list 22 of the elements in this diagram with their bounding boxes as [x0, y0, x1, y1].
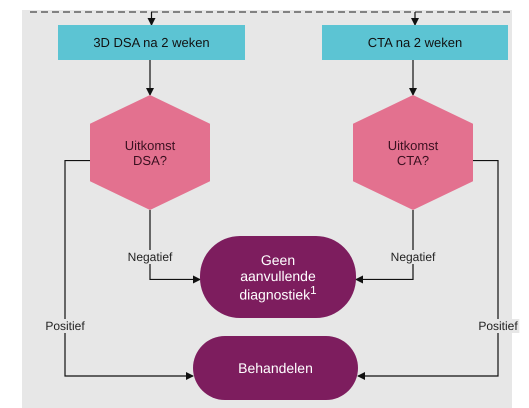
node-text: Uitkomst DSA? — [124, 138, 176, 168]
edge-label: Negatief — [126, 250, 174, 264]
arrow — [148, 12, 156, 26]
node-text: Geen aanvullende diagnostiek$^{1}$ — [238, 252, 318, 302]
process-box — [58, 25, 245, 60]
arrow — [146, 60, 154, 96]
edge-label: Positief — [476, 319, 520, 333]
node-text: 3D DSA na 2 weken — [93, 35, 210, 50]
decision-hexagon — [353, 95, 473, 210]
node-text: CTA na 2 weken — [368, 35, 462, 50]
arrow — [411, 12, 419, 26]
arrow — [357, 160, 499, 380]
arrow — [409, 60, 417, 96]
process-box — [322, 25, 508, 60]
arrow — [149, 210, 201, 284]
arrow — [355, 210, 414, 284]
arrow — [64, 160, 194, 380]
edge-label: Negatief — [388, 250, 438, 264]
decision-hexagon — [90, 95, 210, 210]
node-text: Behandelen — [238, 360, 313, 376]
edge-label: Positief — [43, 319, 87, 333]
node-text: Uitkomst CTA? — [386, 138, 440, 168]
